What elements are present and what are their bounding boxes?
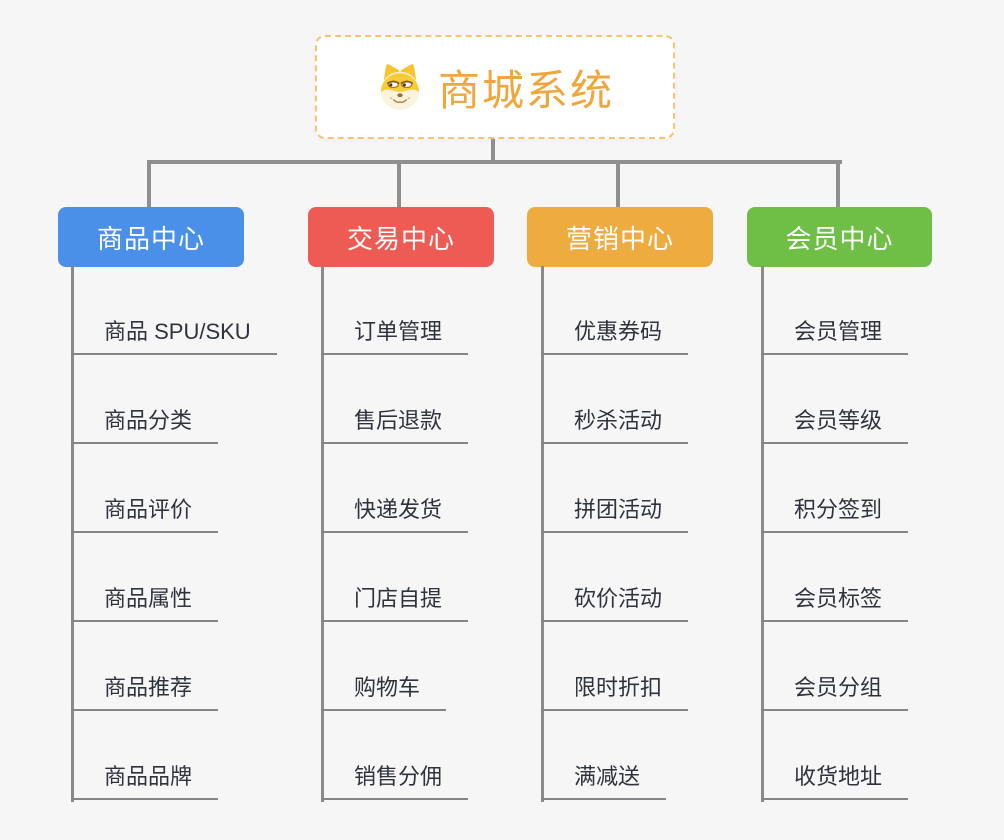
topic-node[interactable]: 收货地址 [761, 762, 909, 800]
branch-node-label: 交易中心 [346, 223, 455, 254]
connector-root-stub [491, 139, 495, 162]
doge-dog-icon [376, 63, 424, 111]
topic-node[interactable]: 快递发货 [321, 495, 469, 533]
connector-bus [147, 160, 842, 164]
connector-branch-spine [761, 266, 764, 802]
branch-node-marketing-center[interactable]: 营销中心 [527, 207, 713, 267]
topic-node[interactable]: 商品分类 [71, 406, 219, 444]
topic-node[interactable]: 拼团活动 [541, 495, 689, 533]
topic-node[interactable]: 订单管理 [321, 317, 469, 355]
branch-node-trade-center[interactable]: 交易中心 [308, 207, 494, 267]
topic-node[interactable]: 门店自提 [321, 584, 469, 622]
connector-branch-spine [541, 266, 544, 802]
topic-node[interactable]: 砍价活动 [541, 584, 689, 622]
branch-node-label: 会员中心 [785, 223, 894, 254]
topic-node[interactable]: 秒杀活动 [541, 406, 689, 444]
connector-drop [836, 160, 840, 207]
root-node[interactable]: 商城系统 [315, 35, 675, 139]
connector-drop [147, 160, 151, 207]
topic-node[interactable]: 售后退款 [321, 406, 469, 444]
topic-node[interactable]: 购物车 [321, 673, 447, 711]
connector-drop [616, 160, 620, 207]
topic-node[interactable]: 商品 SPU/SKU [71, 317, 277, 355]
topic-node[interactable]: 会员分组 [761, 673, 909, 711]
topic-node[interactable]: 商品品牌 [71, 762, 219, 800]
branch-node-label: 商品中心 [96, 223, 205, 254]
topic-node[interactable]: 会员标签 [761, 584, 909, 622]
topic-node[interactable]: 积分签到 [761, 495, 909, 533]
topic-node[interactable]: 商品推荐 [71, 673, 219, 711]
topic-node[interactable]: 满减送 [541, 762, 667, 800]
topic-node[interactable]: 销售分佣 [321, 762, 469, 800]
topic-node[interactable]: 限时折扣 [541, 673, 689, 711]
topic-node[interactable]: 会员等级 [761, 406, 909, 444]
topic-node[interactable]: 优惠券码 [541, 317, 689, 355]
connector-branch-spine [71, 266, 74, 802]
branch-node-label: 营销中心 [565, 223, 674, 254]
connector-drop [397, 160, 401, 207]
topic-node[interactable]: 商品评价 [71, 495, 219, 533]
branch-node-member-center[interactable]: 会员中心 [747, 207, 932, 267]
topic-node[interactable]: 会员管理 [761, 317, 909, 355]
branch-node-product-center[interactable]: 商品中心 [58, 207, 244, 267]
connector-branch-spine [321, 266, 324, 802]
topic-node[interactable]: 商品属性 [71, 584, 219, 622]
root-node-label: 商城系统 [437, 66, 614, 114]
